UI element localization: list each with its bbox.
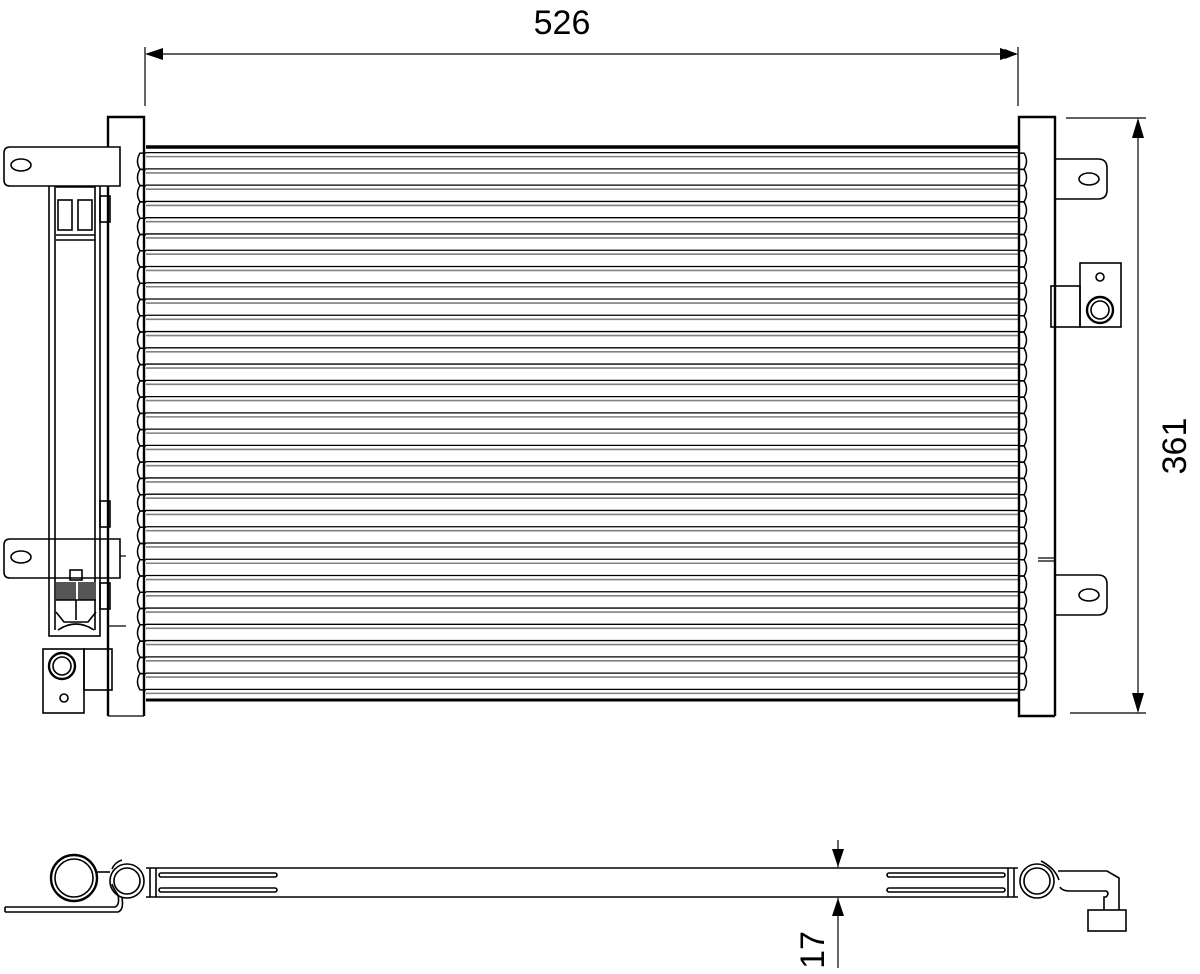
receiver-drier (48, 153, 126, 637)
side-left-end (4, 853, 145, 913)
left-header-tank (106, 115, 146, 717)
right-bottom-bracket (1038, 557, 1108, 616)
left-pipe-fitting (42, 648, 113, 714)
width-dimension: 526 (144, 4, 1019, 106)
height-dimension-label: 361 (1156, 418, 1194, 475)
side-view: 17 (4, 840, 1127, 969)
fin-scallop (136, 672, 146, 691)
front-view (3, 115, 1122, 718)
right-top-bracket (1055, 158, 1108, 200)
depth-dimension: 17 (794, 840, 844, 969)
right-pipe-fitting (1050, 262, 1122, 328)
depth-dimension-label: 17 (794, 931, 832, 969)
left-top-bracket (3, 146, 121, 187)
left-mid-bracket (3, 538, 126, 579)
core-tubes (146, 151, 1018, 695)
fin-scallop (1018, 672, 1028, 691)
right-header-tank (1017, 115, 1057, 718)
width-dimension-label: 526 (534, 4, 591, 42)
height-dimension: 361 (1066, 117, 1194, 714)
right-fin-scallops (1018, 152, 1028, 691)
left-fin-scallops (136, 152, 146, 691)
side-right-end (1019, 860, 1127, 932)
